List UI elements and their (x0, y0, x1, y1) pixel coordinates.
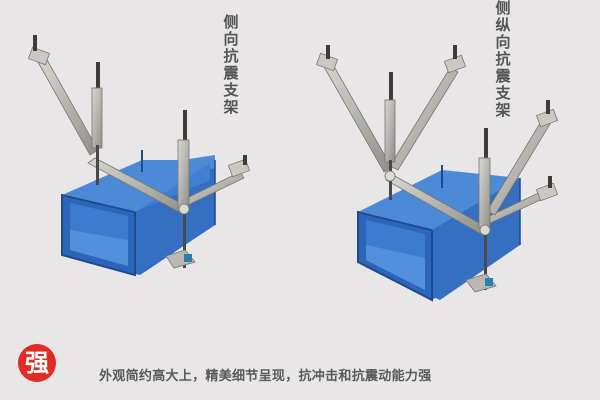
feature-caption: 外观简约高大上，精美细节呈现，抗冲击和抗震动能力强 (99, 369, 432, 384)
panel-label-lateral-longitudinal: 侧纵向抗震支架 (495, 0, 511, 119)
air-duct-right (357, 165, 521, 302)
lateral-longitudinal-support-drawing (315, 45, 559, 302)
strong-badge: 强 (18, 344, 56, 382)
air-duct-left (61, 150, 216, 277)
panel-label-lateral: 侧向抗震支架 (223, 13, 239, 116)
lateral-support-drawing (27, 35, 251, 277)
